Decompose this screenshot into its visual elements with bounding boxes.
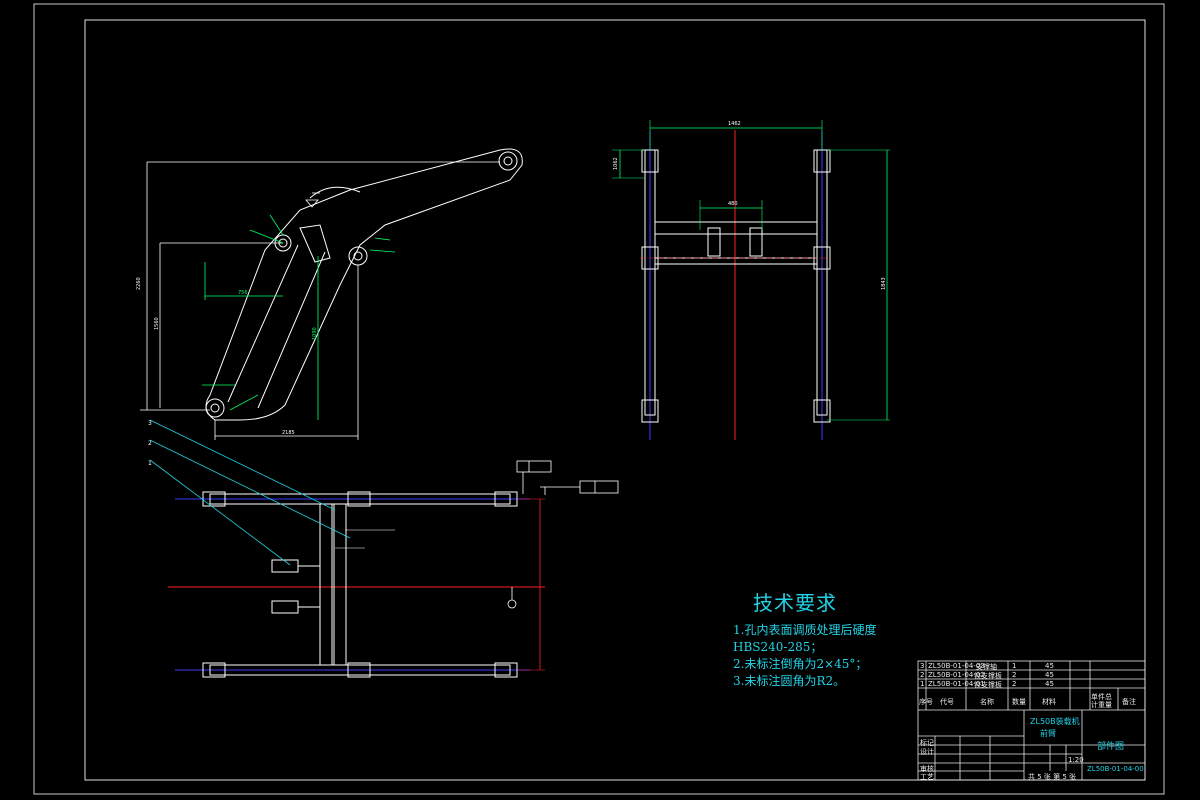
callout-1: 1: [148, 460, 152, 467]
part-2-qty: 2: [1012, 671, 1017, 679]
product-name: ZL50B装载机: [1030, 717, 1080, 726]
header-qty: 数量: [1012, 698, 1026, 706]
side-view: [140, 148, 523, 440]
inner-frame: [84, 19, 1146, 781]
part-3-material: 45: [1045, 662, 1054, 670]
drawing-type: 部件图: [1097, 742, 1125, 752]
callout-labels: 3 2 1: [148, 420, 152, 467]
dim-side-left-inner: 1560: [154, 317, 160, 330]
technical-requirements: 技术要求 1.孔内表面调质处理后硬度 HBS240-285； 2.未标注倒角为2…: [733, 587, 876, 690]
dim-side-bottom: 2185: [282, 430, 295, 436]
header-name: 名称: [980, 698, 994, 706]
part-3-code: ZL50B-01-04-03: [928, 662, 985, 670]
front-view-dims: 1462 1062 1843 480: [613, 121, 887, 290]
part-1-qty: 2: [1012, 680, 1017, 688]
part-3-qty: 1: [1012, 662, 1017, 670]
tech-req-line-3: 2.未标注倒角为2×45°；: [733, 657, 868, 671]
part-2-no: 2: [920, 671, 925, 679]
part-2-name: 铰支撑板: [974, 672, 1002, 680]
role-review: 审核: [920, 765, 934, 773]
dim-top-left-height: 1062: [613, 157, 619, 170]
side-view-dims: 2260 1560 2185 756 1090: [136, 277, 318, 436]
plan-view: [149, 419, 619, 678]
dim-side-left-outer: 2260: [136, 277, 142, 290]
outer-frame: [33, 3, 1165, 795]
part-2-material: 45: [1045, 671, 1054, 679]
role-mark: 标记: [920, 739, 934, 747]
callout-2: 2: [148, 440, 152, 447]
tech-req-line-2: HBS240-285；: [733, 640, 823, 654]
dim-centre-span: 480: [728, 201, 738, 207]
dim-side-vertical: 1090: [312, 327, 318, 340]
tech-req-line-1: 1.孔内表面调质处理后硬度: [733, 623, 877, 637]
front-view: [612, 120, 890, 440]
header-no: 序号: [919, 698, 933, 706]
sheet-count: 共 5 张 第 5 张: [1028, 773, 1077, 781]
assembly-name: 前臂: [1040, 729, 1056, 738]
header-material: 材料: [1042, 698, 1056, 706]
callout-3: 3: [148, 420, 152, 427]
header-code: 代号: [940, 698, 954, 706]
dim-top-width: 1462: [728, 121, 741, 127]
drawing-number: ZL50B-01-04-00: [1087, 765, 1144, 773]
part-1-code: ZL50B-01-04-01: [928, 680, 985, 688]
part-2-code: ZL50B-01-04-02: [928, 671, 985, 679]
tech-req-title: 技术要求: [753, 591, 837, 615]
dim-side-horizontal: 756: [238, 290, 248, 296]
part-3-no: 3: [920, 662, 925, 670]
part-1-name: 铰支撑板: [974, 681, 1002, 689]
header-weight: 单件总计重量: [1091, 693, 1112, 709]
dim-right-height: 1843: [881, 277, 887, 290]
part-1-no: 1: [920, 680, 925, 688]
part-1-material: 45: [1045, 680, 1054, 688]
role-process: 工艺: [920, 773, 934, 781]
header-remark: 备注: [1122, 698, 1136, 706]
scale: 1:20: [1068, 756, 1084, 764]
part-3-name: 支撑轴: [976, 663, 997, 671]
title-block-lines: [917, 660, 1146, 781]
role-design: 设计: [920, 748, 934, 756]
tech-req-line-4: 3.未标注圆角为R2。: [733, 674, 846, 688]
